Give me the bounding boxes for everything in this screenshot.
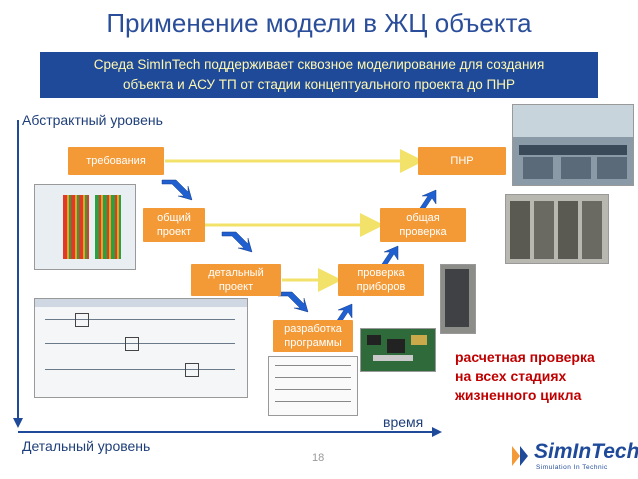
stage-general-check-line-2: проверка xyxy=(399,225,446,239)
stage-requirements: требования xyxy=(68,147,164,175)
stage-requirements-label: требования xyxy=(86,154,146,168)
up-arrow-3 xyxy=(420,190,436,210)
time-axis-arrowhead xyxy=(432,427,442,437)
caption-line-2: на всех стадиях xyxy=(455,367,595,386)
down-arrow-1 xyxy=(162,180,192,200)
stage-general-project-line-1: общий xyxy=(157,211,191,225)
up-arrow-2 xyxy=(382,246,398,266)
logo-tagline: Simulation In Technic xyxy=(536,464,608,471)
simintech-logo: SimInTech Simulation In Technic xyxy=(508,440,632,474)
caption-line-3: жизненного цикла xyxy=(455,386,595,405)
stage-general-project-line-2: проект xyxy=(157,225,191,239)
control-room-photo xyxy=(512,104,634,186)
stage-general-check: общая проверка xyxy=(380,208,466,242)
logo-mark-icon xyxy=(508,442,536,470)
stage-program-development: разработка программы xyxy=(273,320,353,352)
circuit-board-photo xyxy=(360,328,436,372)
stage-general-project: общий проект xyxy=(143,208,205,242)
lifecycle-caption: расчетная проверка на всех стадиях жизне… xyxy=(455,348,595,405)
cabinets-photo xyxy=(505,194,609,264)
stage-device-check-line-1: проверка xyxy=(357,266,404,280)
control-cabinet-photo xyxy=(440,264,476,334)
stage-program-development-line-1: разработка xyxy=(284,322,342,336)
stage-commissioning: ПНР xyxy=(418,147,506,175)
stage-detailed-project-line-2: проект xyxy=(219,280,253,294)
page-number: 18 xyxy=(312,452,324,464)
caption-line-1: расчетная проверка xyxy=(455,348,595,367)
stage-device-check: проверка приборов xyxy=(338,264,424,296)
stage-program-development-line-2: программы xyxy=(284,336,341,350)
stage-device-check-line-2: приборов xyxy=(357,280,406,294)
down-arrow-3 xyxy=(278,292,308,312)
stage-detailed-project: детальный проект xyxy=(191,264,281,296)
scheme-screenshot xyxy=(34,298,248,398)
stage-commissioning-label: ПНР xyxy=(450,154,473,168)
vertical-axis-arrowhead xyxy=(13,418,23,428)
stage-detailed-project-line-1: детальный xyxy=(208,266,263,280)
program-code-screenshot xyxy=(268,356,358,416)
stage-general-check-line-1: общая xyxy=(406,211,440,225)
logo-name: SimInTech xyxy=(534,440,638,464)
down-arrow-2 xyxy=(222,232,252,252)
heatmap-screenshot xyxy=(34,184,136,270)
